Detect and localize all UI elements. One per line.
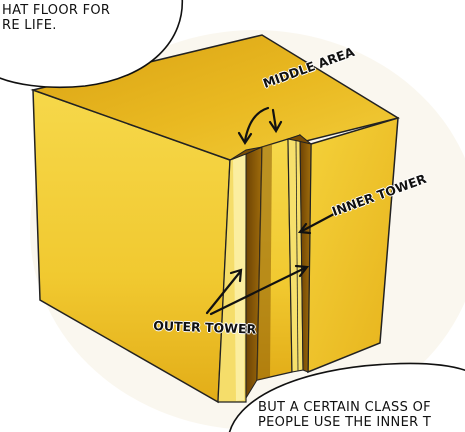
arrow-inner-tower (300, 212, 336, 233)
arrow-middle-area-left (243, 106, 270, 143)
bubble-bottom-line-2: PEOPLE USE THE INNER T (258, 415, 432, 430)
bubble-bottom-line-1: BUT A CERTAIN CLASS OF (258, 400, 431, 415)
bubble-top-line-2: RE LIFE. (2, 18, 57, 33)
arrowhead-middle-area-right (268, 120, 283, 134)
speech-bubble-bottom (228, 362, 465, 432)
annotation-arrows (205, 106, 336, 316)
inner-tower-shade (257, 144, 272, 380)
arrowhead-outer-tower-left (229, 268, 243, 283)
arrowhead-inner-tower (297, 222, 312, 235)
arrow-outer-tower-left (205, 270, 242, 315)
speech-bubble-top (0, 0, 184, 89)
top-notch-left (229, 146, 263, 161)
speech-bubble-top-text: HAT FLOOR FOR RE LIFE. (2, 3, 110, 33)
bubble-top-line-1: HAT FLOOR FOR (2, 3, 111, 18)
top-notch-right (286, 134, 312, 145)
arrowhead-middle-area-left (237, 131, 253, 146)
speech-bubble-bottom-text: BUT A CERTAIN CLASS OF PEOPLE USE THE IN… (258, 400, 431, 430)
arrow-outer-tower-right (209, 266, 307, 316)
arrowhead-outer-tower-right (294, 264, 310, 278)
inner-tower-rule (295, 139, 299, 372)
arrow-middle-area-right (271, 108, 278, 131)
